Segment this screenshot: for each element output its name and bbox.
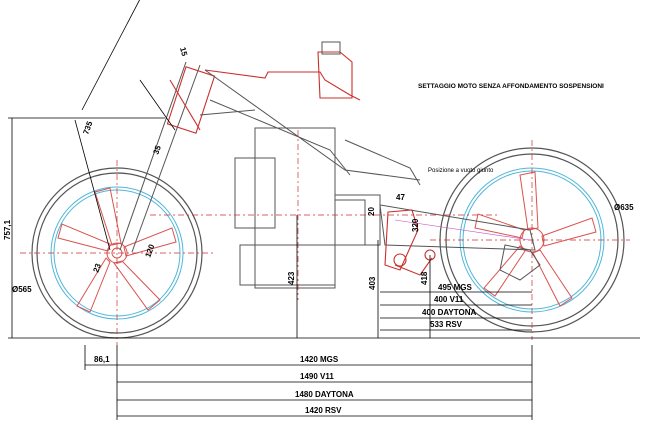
dim-front-hub-120: 120	[143, 243, 156, 259]
dim-rear-wheel-diameter: Ø635	[614, 203, 634, 212]
joint-position-note: Posizione a vuoto giunto	[428, 168, 494, 174]
dim-wheelbase-rsv: 1420 RSV	[305, 406, 342, 415]
dim-fork-length: 735	[81, 120, 94, 136]
dim-swingarm-v11: 400 V11	[434, 295, 464, 304]
frame	[119, 41, 541, 300]
dim-front-hub-23: 23	[91, 262, 103, 274]
dim-front-offset: 86,1	[94, 355, 110, 364]
dim-pivot-418: 418	[420, 271, 429, 285]
dim-wheelbase-mgs: 1420 MGS	[300, 355, 339, 364]
dim-swingarm-mgs: 495 MGS	[438, 283, 472, 292]
drawing-title: SETTAGGIO MOTO SENZA AFFONDAMENTO SOSPEN…	[418, 83, 604, 90]
dim-pivot-20: 20	[367, 207, 376, 216]
dim-pivot-320: 320	[411, 218, 420, 232]
dim-front-wheel-diameter: Ø565	[12, 285, 32, 294]
dim-wheelbase-v11: 1490 V11	[300, 372, 334, 381]
dim-rake: 35	[151, 144, 163, 156]
front-wheel	[20, 160, 215, 345]
dimension-lines	[8, 0, 640, 420]
dim-pivot-403: 403	[368, 276, 377, 290]
dim-total-height: 757,1	[3, 219, 12, 240]
dim-swingarm-daytona: 400 DAYTONA	[422, 308, 476, 317]
dim-fork-top: 15	[178, 46, 189, 57]
dim-pivot-47: 47	[396, 193, 405, 202]
dim-swingarm-rsv: 533 RSV	[430, 320, 463, 329]
dim-wheelbase-daytona: 1480 DAYTONA	[295, 390, 354, 399]
dim-engine-height: 423	[287, 271, 296, 285]
